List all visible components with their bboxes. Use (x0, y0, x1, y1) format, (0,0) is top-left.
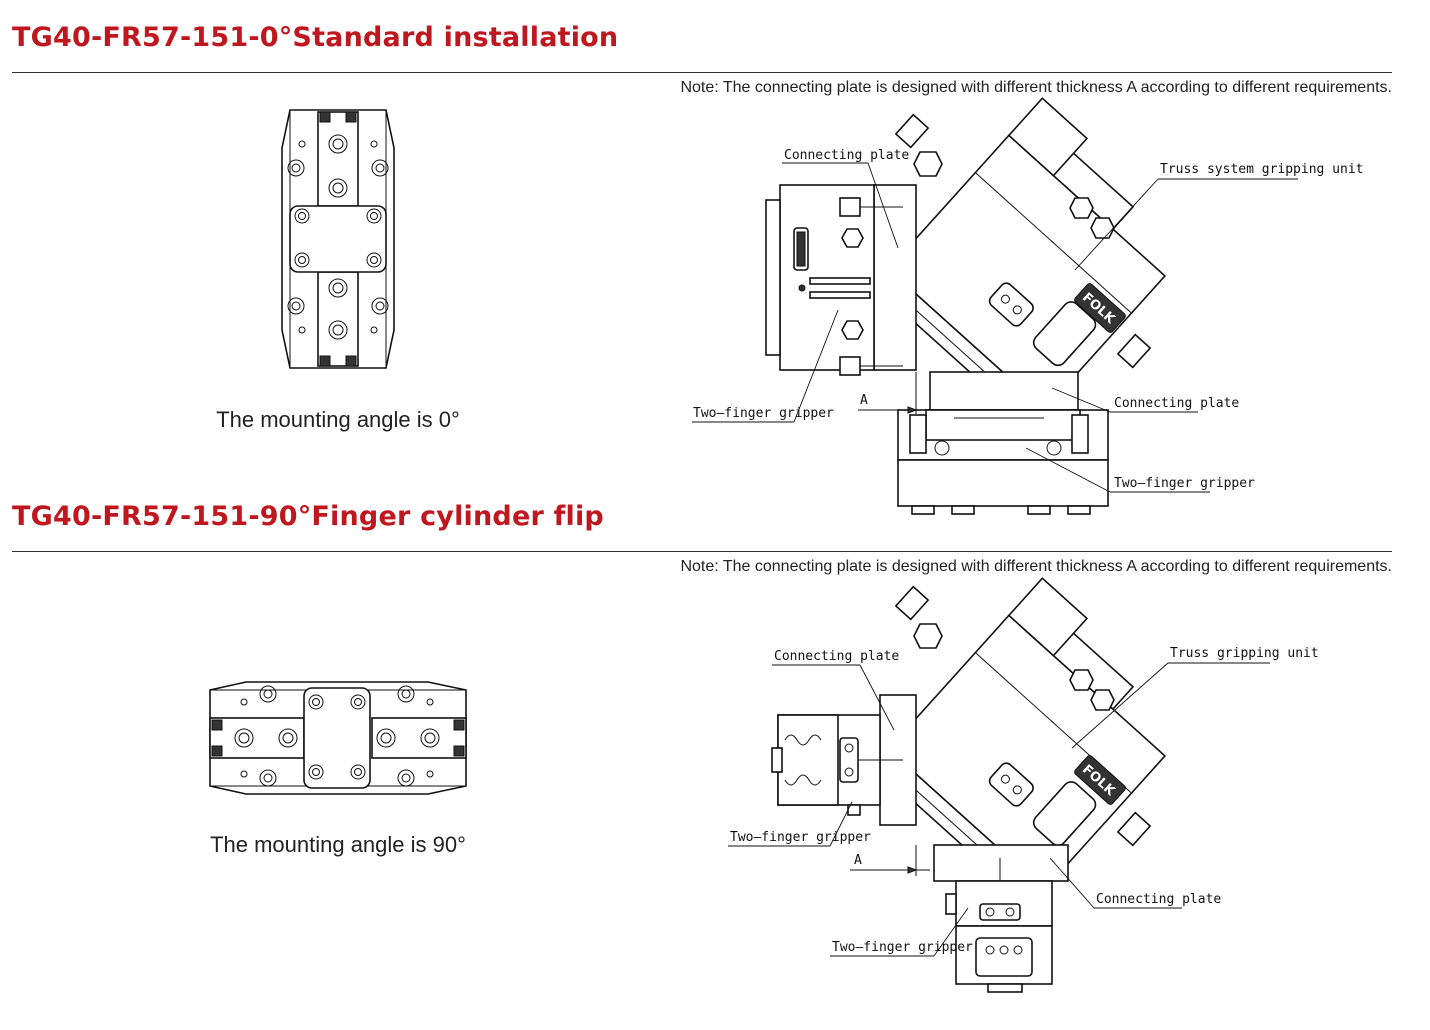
assembly-2-label-gripper-left: Two–finger gripper (730, 830, 871, 845)
gripper-top-view-90deg (209, 681, 467, 795)
section2-caption: The mounting angle is 90° (210, 832, 466, 857)
assembly-2-label-gripper-bottom: Two–finger gripper (832, 940, 973, 955)
assembly-1-label-gripper-left: Two–finger gripper (693, 406, 834, 421)
assembly-1-label-connecting-plate-top: Connecting plate (784, 148, 909, 163)
section1-note: Note: The connecting plate is designed w… (680, 79, 1392, 96)
assembly-1-label-gripper-bottom: Two–finger gripper (1114, 476, 1255, 491)
section2-title: TG40-FR57-151-90°Finger cylinder flip (12, 501, 604, 532)
assembly-1-label-truss-unit: Truss system gripping unit (1160, 162, 1364, 177)
assembly-drawing-90deg: FOLK A Connecting plate Truss gripping u… (728, 577, 1319, 993)
assembly-2-label-connecting-plate-top: Connecting plate (774, 649, 899, 664)
assembly-1-dimension-a: A (860, 393, 868, 408)
section2-divider (12, 551, 1392, 552)
section2-note: Note: The connecting plate is designed w… (680, 558, 1392, 575)
section1-caption: The mounting angle is 0° (216, 407, 460, 432)
gripper-top-view-0deg (281, 109, 395, 369)
assembly-2-label-truss-unit: Truss gripping unit (1170, 646, 1319, 661)
section1-divider (12, 72, 1392, 73)
assembly-2-dimension-a: A (854, 853, 862, 868)
assembly-1-label-connecting-plate-bottom: Connecting plate (1114, 396, 1239, 411)
section1-title: TG40-FR57-151-0°Standard installation (12, 22, 619, 53)
assembly-2-label-connecting-plate-bottom: Connecting plate (1096, 892, 1221, 907)
assembly-drawing-0deg: FOLK A Connecting plate Truss system gri… (692, 97, 1364, 515)
